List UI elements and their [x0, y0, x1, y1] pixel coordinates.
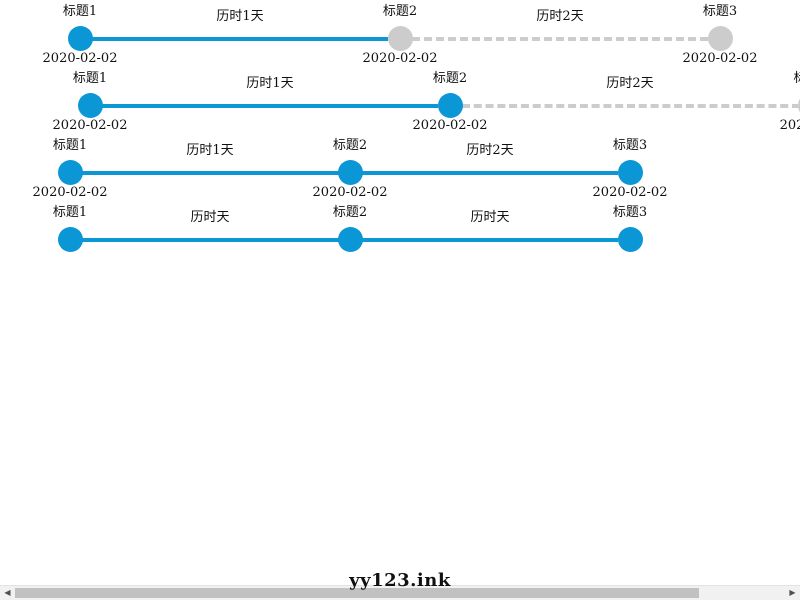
step-duration: 历时天 — [470, 210, 510, 225]
step-node-icon[interactable] — [438, 93, 463, 118]
step-node-icon[interactable] — [338, 160, 363, 185]
timeline-stepper-3: 标题1 标题2 标题3 历时1天 历时2天 2020-02-02 2020-02… — [0, 134, 800, 200]
connector-line — [102, 104, 438, 108]
connector-line — [462, 104, 800, 108]
step-date: 2020-02-02 — [592, 185, 668, 200]
step-date: 2020-02-02 — [32, 185, 108, 200]
step-node-icon[interactable] — [708, 26, 733, 51]
timeline-stepper-2: 标题1 标题2 标 历时1天 历时2天 2020-02-02 2020-02-0… — [0, 67, 800, 133]
scroll-left-icon[interactable]: ◀ — [4, 588, 11, 597]
step-title: 标题3 — [702, 4, 738, 19]
scrollbar-thumb[interactable] — [15, 588, 699, 598]
step-title: 标题2 — [332, 138, 368, 153]
step-date: 2020-02-02 — [412, 118, 488, 133]
step-title: 标题2 — [432, 71, 468, 86]
horizontal-scrollbar[interactable]: ◀ ▶ — [0, 585, 800, 600]
step-duration: 历时1天 — [246, 76, 294, 91]
step-node-icon[interactable] — [58, 227, 83, 252]
step-date: 202 — [779, 118, 800, 133]
step-title: 标题3 — [612, 205, 648, 220]
scroll-right-icon[interactable]: ▶ — [789, 588, 796, 597]
step-node-icon[interactable] — [78, 93, 103, 118]
step-node-icon[interactable] — [388, 26, 413, 51]
connector-line — [92, 37, 388, 41]
step-node-icon[interactable] — [798, 93, 800, 118]
step-date: 2020-02-02 — [682, 51, 758, 66]
step-title: 标题2 — [382, 4, 418, 19]
step-date: 2020-02-02 — [362, 51, 438, 66]
step-title: 标题3 — [612, 138, 648, 153]
step-duration: 历时2天 — [466, 143, 514, 158]
step-title: 标题1 — [52, 205, 88, 220]
step-duration: 历时1天 — [186, 143, 234, 158]
connector-line — [412, 37, 708, 41]
step-node-icon[interactable] — [68, 26, 93, 51]
step-node-icon[interactable] — [338, 227, 363, 252]
watermark-text: yy123.ink — [349, 570, 451, 591]
timeline-stepper-1: 标题1 标题2 标题3 历时1天 历时2天 2020-02-02 2020-02… — [0, 0, 800, 66]
step-date: 2020-02-02 — [42, 51, 118, 66]
step-title: 标题1 — [52, 138, 88, 153]
step-title: 标题1 — [62, 4, 98, 19]
step-duration: 历时天 — [190, 210, 230, 225]
step-title: 标题2 — [332, 205, 368, 220]
step-duration: 历时2天 — [536, 9, 584, 24]
step-duration: 历时1天 — [216, 9, 264, 24]
step-node-icon[interactable] — [58, 160, 83, 185]
step-date: 2020-02-02 — [52, 118, 128, 133]
step-date: 2020-02-02 — [312, 185, 388, 200]
step-node-icon[interactable] — [618, 160, 643, 185]
step-node-icon[interactable] — [618, 227, 643, 252]
step-title: 标题1 — [72, 71, 108, 86]
step-title: 标 — [793, 71, 800, 87]
timeline-steps-area: 标题1 标题2 标题3 历时1天 历时2天 2020-02-02 2020-02… — [0, 0, 800, 260]
step-duration: 历时2天 — [606, 76, 654, 91]
timeline-stepper-4: 标题1 标题2 标题3 历时天 历时天 — [0, 201, 800, 267]
